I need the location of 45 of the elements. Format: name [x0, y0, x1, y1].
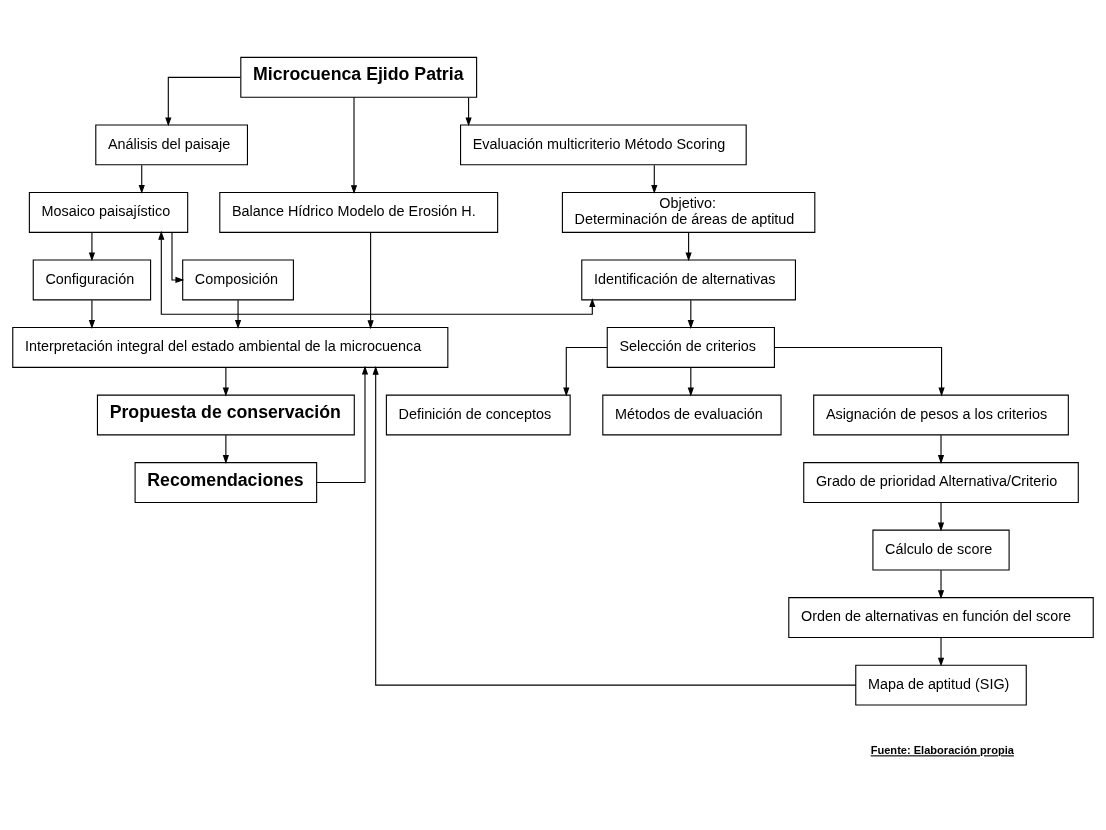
- arrow: [685, 232, 692, 262]
- node-box: Identificación de alternativas: [581, 259, 796, 301]
- arrow: [651, 164, 658, 194]
- node-box: Microcuenca Ejido Patria: [240, 56, 478, 98]
- node-box: Mapa de aptitud (SIG): [855, 664, 1027, 706]
- arrow: [563, 346, 608, 397]
- arrow: [350, 96, 358, 195]
- node-box: Métodos de evaluación: [602, 394, 782, 436]
- arrow: [171, 232, 185, 284]
- arrow: [158, 230, 596, 315]
- node-box: Grado de prioridad Alternativa/Criterio: [803, 462, 1079, 503]
- arrow: [372, 365, 857, 686]
- node-box: Composición: [182, 259, 294, 301]
- arrow: [937, 502, 945, 532]
- node-box: Objetivo: Determinación de áreas de aptitud: [561, 191, 816, 233]
- arrow: [165, 76, 241, 127]
- node-box: Definición de conceptos: [385, 394, 571, 436]
- arrow: [138, 164, 145, 194]
- arrow: [687, 367, 694, 397]
- node-box: Interpretación integral del estado ambiental de la microcuenca: [12, 327, 449, 368]
- arrow: [316, 365, 369, 484]
- arrow: [367, 231, 374, 330]
- arrow: [88, 232, 96, 262]
- arrow: [234, 299, 242, 329]
- node-box: Configuración: [32, 259, 152, 301]
- arrow: [222, 434, 229, 464]
- node-box: Mosaico paisajístico: [28, 191, 189, 233]
- arrow: [88, 299, 96, 329]
- node-box: Orden de alternativas en función del score: [788, 597, 1094, 639]
- arrow: [687, 299, 694, 329]
- node-box: Cálculo de score: [872, 529, 1010, 571]
- node-box: Evaluación multicriterio Método Scoring: [460, 124, 747, 166]
- arrow: [774, 346, 945, 397]
- arrow: [222, 367, 229, 397]
- node-box: Selección de criterios: [606, 327, 775, 368]
- node-box: Recomendaciones: [134, 462, 318, 503]
- node-box: Propuesta de conservación: [96, 394, 355, 436]
- node-box: Análisis del paisaje: [95, 124, 248, 166]
- node-box: Balance Hídrico Modelo de Erosión H.: [219, 191, 499, 233]
- arrow: [937, 637, 945, 667]
- arrow: [937, 434, 945, 464]
- arrow: [937, 569, 945, 599]
- caption: Fuente: Elaboración propia: [870, 744, 1014, 757]
- arrow: [465, 97, 472, 127]
- node-box: Asignación de pesos a los criterios: [813, 394, 1069, 436]
